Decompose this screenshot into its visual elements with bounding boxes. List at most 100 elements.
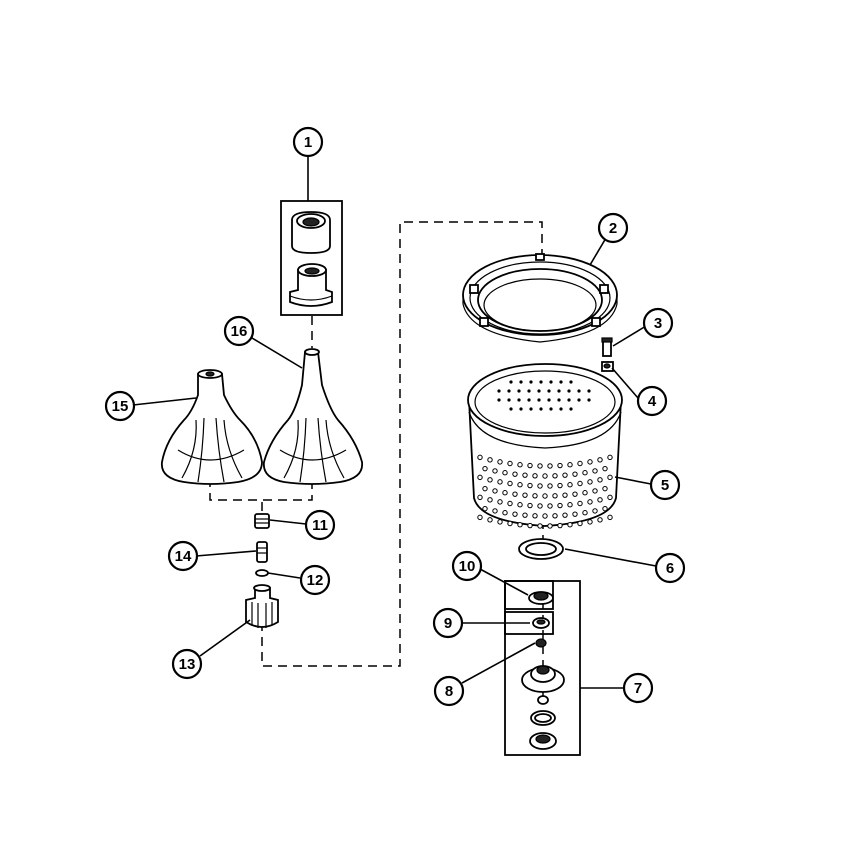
basket-hole (557, 502, 563, 509)
basket-hole (507, 500, 513, 507)
basket-hole (557, 398, 561, 402)
part-14-bolt (256, 541, 268, 563)
basket-hole (509, 380, 513, 384)
callout-label: 11 (312, 517, 328, 534)
callout-12: 12 (299, 564, 331, 596)
basket-hole (592, 468, 598, 474)
basket-hole (559, 380, 563, 384)
callout-15: 15 (104, 390, 136, 422)
basket-hole (497, 459, 503, 465)
basket-hole (557, 389, 561, 393)
basket-hole (549, 407, 553, 411)
basket-hole (552, 493, 558, 499)
basket-hole (557, 482, 563, 489)
basket-hole (577, 389, 581, 393)
callout-9: 9 (432, 607, 464, 639)
basket-hole (532, 473, 538, 479)
basket-hole (527, 462, 533, 469)
basket-hole (597, 517, 603, 523)
callout-4: 4 (636, 385, 668, 417)
basket-hole (529, 380, 533, 384)
callout-10: 10 (451, 550, 483, 582)
basket-hole (529, 407, 533, 411)
basket-hole (572, 511, 578, 517)
basket-hole (597, 457, 603, 463)
basket-hole (519, 407, 523, 411)
basket-hole (567, 462, 573, 468)
part-1-kit (280, 200, 343, 316)
basket-hole (559, 407, 563, 411)
basket-hole (517, 389, 521, 393)
basket-hole (509, 407, 513, 411)
callout-5: 5 (649, 469, 681, 501)
leader-lines (132, 157, 657, 689)
basket-hole (582, 510, 588, 516)
basket-hole (577, 520, 583, 527)
basket-hole (507, 460, 513, 467)
basket-hole (527, 482, 533, 489)
basket-hole (557, 462, 563, 469)
basket-hole (562, 512, 568, 518)
basket-hole (607, 474, 613, 481)
basket-hole (592, 508, 598, 514)
part-16-agitator (262, 348, 363, 485)
callout-11: 11 (304, 509, 336, 541)
callout-label: 6 (666, 560, 674, 577)
basket-hole (482, 465, 488, 472)
basket-hole (512, 471, 518, 477)
basket-hole (487, 477, 493, 483)
part-7-hub-kit (504, 580, 581, 756)
basket-hole (582, 470, 588, 476)
callout-14: 14 (167, 540, 199, 572)
basket-hole (607, 454, 613, 461)
basket-hole (577, 480, 583, 487)
basket-hole (587, 519, 593, 525)
basket-hole (492, 508, 498, 514)
basket-hole (477, 474, 483, 481)
basket-hole (519, 380, 523, 384)
callout-label: 7 (634, 680, 642, 697)
basket-hole (537, 483, 543, 489)
basket-hole (582, 490, 588, 496)
callout-label: 10 (459, 558, 476, 575)
part-13-drive-coupling (245, 584, 279, 628)
basket-hole (607, 494, 613, 501)
basket-hole (517, 482, 523, 488)
basket-hole (522, 512, 528, 518)
basket-hole (492, 488, 498, 494)
basket-hole (607, 514, 613, 521)
basket-hole (517, 462, 523, 468)
basket-hole (497, 389, 501, 393)
basket-hole (547, 503, 553, 509)
basket-hole (487, 517, 493, 523)
basket-hole (547, 398, 551, 402)
basket-hole (587, 499, 593, 505)
callout-3: 3 (642, 307, 674, 339)
part-6-gasket (518, 538, 564, 560)
basket-hole (502, 510, 508, 516)
basket-hole (522, 492, 528, 498)
basket-hole (497, 519, 503, 525)
callout-label: 3 (654, 315, 662, 332)
basket-hole (507, 480, 513, 487)
basket-hole (542, 473, 548, 479)
basket-hole (587, 398, 591, 402)
callout-label: 15 (112, 398, 129, 415)
callout-label: 14 (175, 548, 192, 565)
basket-hole (577, 398, 581, 402)
basket-hole (537, 503, 543, 509)
callout-label: 1 (304, 134, 312, 151)
basket-hole (492, 468, 498, 474)
basket-hole (539, 407, 543, 411)
basket-hole (482, 505, 488, 512)
callout-2: 2 (597, 212, 629, 244)
basket-hole (547, 389, 551, 393)
basket-hole (587, 459, 593, 465)
callout-1: 1 (292, 126, 324, 158)
basket-hole (567, 389, 571, 393)
basket-hole (567, 482, 573, 488)
callout-label: 16 (231, 323, 248, 340)
callout-16: 16 (223, 315, 255, 347)
part-15-agitator (161, 369, 263, 485)
